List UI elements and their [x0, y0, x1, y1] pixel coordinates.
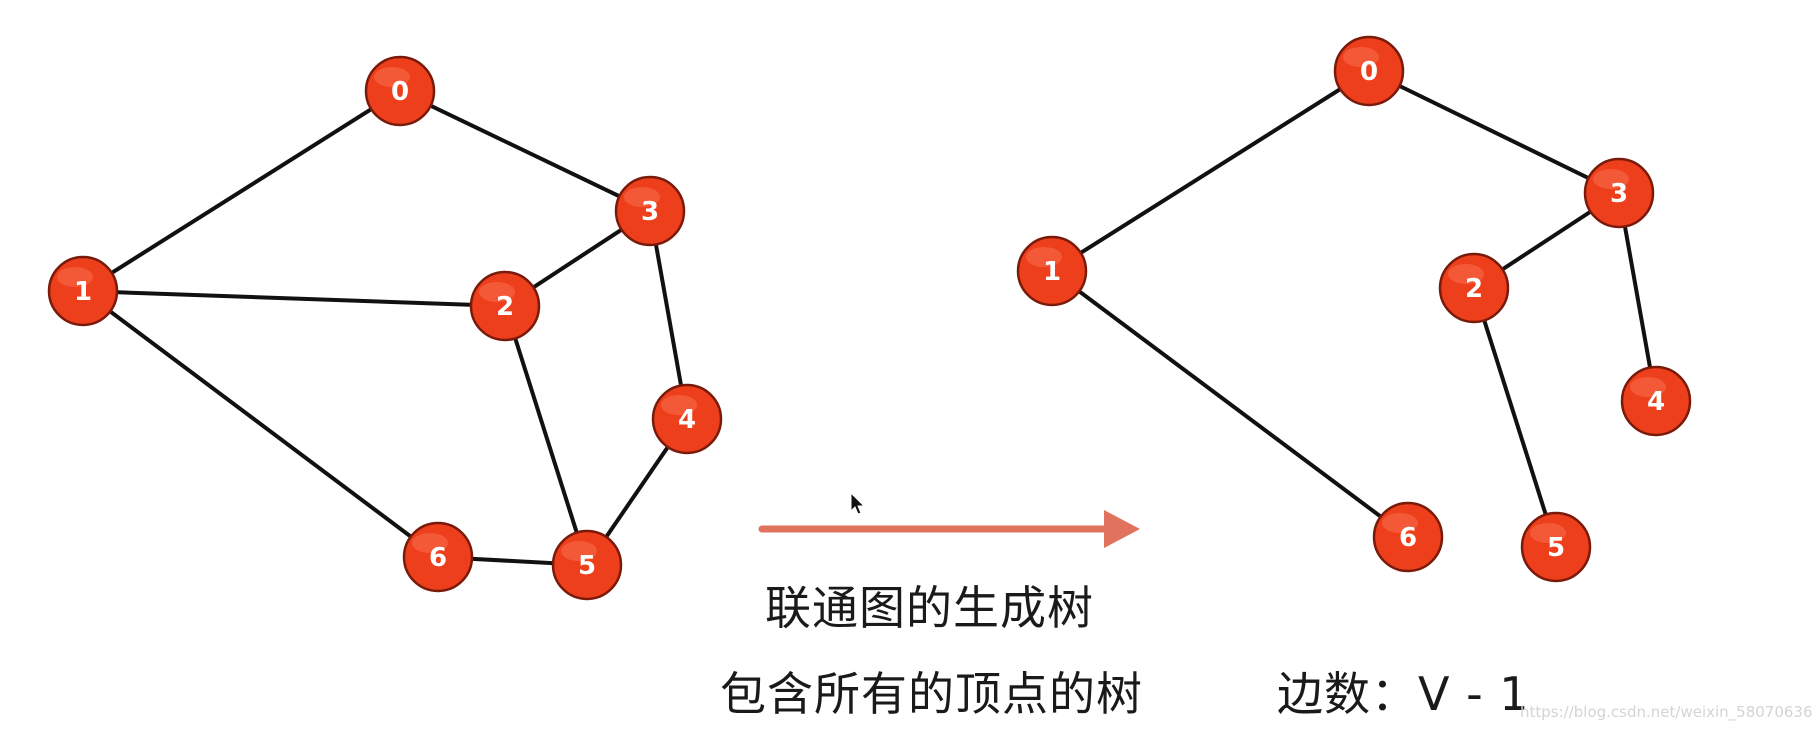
graph-node-label: 2 [496, 292, 514, 322]
graph-edge-1-6 [81, 289, 440, 559]
tree-node-circle [1016, 235, 1088, 307]
graph-node-label: 4 [678, 405, 696, 435]
graph-node-label: 6 [429, 543, 447, 573]
tree-node-circle [1438, 252, 1510, 324]
graph-node-2: 2 [469, 270, 541, 342]
caption-spanning-tree: 联通图的生成树 [765, 581, 1094, 635]
connected-graph: 0 1 2 3 4 5 6 [47, 55, 723, 601]
arrow-head [1104, 510, 1140, 548]
tree-edge-1-6 [1050, 269, 1410, 539]
tree-node-highlight [1630, 377, 1666, 397]
spanning-tree: 0 1 2 3 4 5 6 [1016, 35, 1692, 583]
connected-graph-nodes: 0 1 2 3 4 5 6 [47, 55, 723, 601]
tree-node-label: 6 [1399, 523, 1417, 553]
graph-node-highlight [412, 533, 448, 553]
tree-node-highlight [1530, 523, 1566, 543]
mouse-cursor-icon [850, 491, 866, 515]
tree-node-circle [1520, 511, 1592, 583]
tree-node-highlight [1382, 513, 1418, 533]
caption-definition: 包含所有的顶点的树 [720, 667, 1143, 721]
graph-node-5: 5 [551, 529, 623, 601]
tree-node-label: 3 [1610, 179, 1628, 209]
graph-node-highlight [57, 267, 93, 287]
graph-node-label: 3 [641, 197, 659, 227]
tree-edge-0-1 [1050, 69, 1371, 273]
tree-node-highlight [1448, 264, 1484, 284]
graph-node-label: 1 [74, 277, 92, 307]
watermark: https://blog.csdn.net/weixin_58070636 [1520, 703, 1813, 721]
graph-node-highlight [374, 67, 410, 87]
graph-node-highlight [479, 282, 515, 302]
tree-node-label: 5 [1547, 533, 1565, 563]
graph-node-highlight [661, 395, 697, 415]
tree-node-3: 3 [1583, 157, 1655, 229]
graph-edge-2-5 [503, 305, 589, 566]
graph-node-circle [47, 255, 119, 327]
graph-node-circle [551, 529, 623, 601]
graph-node-highlight [561, 541, 597, 561]
tree-node-highlight [1343, 47, 1379, 67]
tree-node-2: 2 [1438, 252, 1510, 324]
tree-node-5: 5 [1520, 511, 1592, 583]
tree-node-highlight [1026, 247, 1062, 267]
tree-edge-2-5 [1472, 287, 1558, 548]
graph-node-circle [402, 521, 474, 593]
graph-node-6: 6 [402, 521, 474, 593]
tree-node-circle [1620, 365, 1692, 437]
graph-edge-0-1 [81, 89, 402, 293]
graph-edge-0-3 [399, 89, 651, 213]
tree-node-6: 6 [1372, 501, 1444, 573]
tree-node-label: 2 [1465, 274, 1483, 304]
tree-node-circle [1333, 35, 1405, 107]
tree-node-0: 0 [1333, 35, 1405, 107]
graph-node-circle [651, 383, 723, 455]
graph-node-highlight [624, 187, 660, 207]
spanning-tree-nodes: 0 1 2 3 4 5 6 [1016, 35, 1692, 583]
graph-edge-1-2 [82, 289, 506, 308]
tree-node-highlight [1593, 169, 1629, 189]
graph-node-circle [364, 55, 436, 127]
graph-node-4: 4 [651, 383, 723, 455]
transform-arrow [758, 510, 1140, 548]
graph-node-1: 1 [47, 255, 119, 327]
tree-node-1: 1 [1016, 235, 1088, 307]
tree-node-circle [1583, 157, 1655, 229]
tree-node-label: 4 [1647, 387, 1665, 417]
graph-node-circle [469, 270, 541, 342]
tree-node-label: 1 [1043, 257, 1061, 287]
graph-node-label: 5 [578, 551, 596, 581]
tree-node-4: 4 [1620, 365, 1692, 437]
tree-node-label: 0 [1360, 57, 1378, 87]
tree-edge-0-3 [1368, 69, 1620, 195]
connected-graph-edges [81, 89, 689, 567]
caption-edge-count: 边数：V - 1 [1277, 667, 1530, 721]
graph-node-circle [614, 175, 686, 247]
graph-node-label: 0 [391, 77, 409, 107]
spanning-tree-edges [1050, 69, 1658, 548]
tree-node-circle [1372, 501, 1444, 573]
graph-node-3: 3 [614, 175, 686, 247]
graph-node-0: 0 [364, 55, 436, 127]
